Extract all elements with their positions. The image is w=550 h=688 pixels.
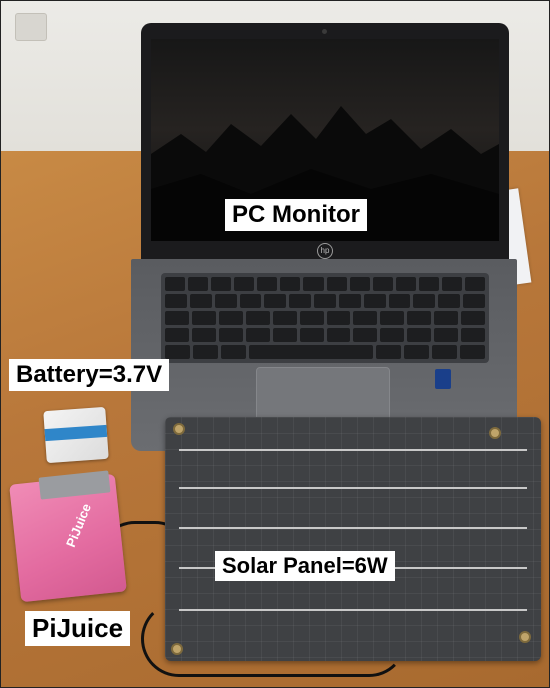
label-pc-monitor: PC Monitor [225,199,367,231]
intel-sticker [435,369,451,389]
solar-panel [165,417,541,661]
grommet [171,643,183,655]
hp-logo-icon: hp [317,243,333,259]
wall-outlet [15,13,47,41]
panel-busbar [179,487,527,489]
keyboard [161,273,489,363]
label-battery: Battery=3.7V [9,359,170,391]
webcam [322,29,327,34]
grommet [519,631,531,643]
pijuice-board: PiJuice [9,470,127,603]
panel-busbar [179,449,527,451]
grommet [489,427,501,439]
battery [43,406,109,464]
label-pijuice: PiJuice [25,611,131,646]
battery-stripe [44,424,108,442]
grommet [173,423,185,435]
panel-busbar [179,609,527,611]
panel-busbar [179,527,527,529]
power-cable [141,601,407,677]
label-solar-panel: Solar Panel=6W [215,551,395,581]
pijuice-logo: PiJuice [63,501,94,550]
